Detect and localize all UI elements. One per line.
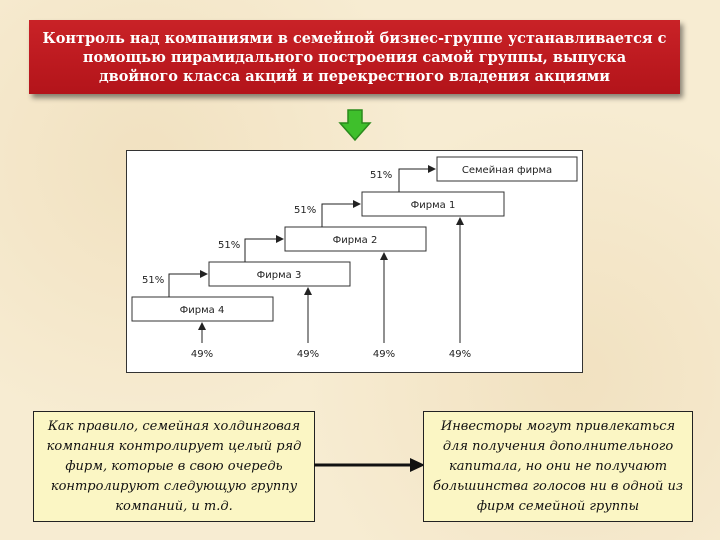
control-arrow-3 [244,235,284,262]
control-share-2: 51% [294,205,316,216]
control-arrow-4 [168,270,208,297]
firm-label-4: Фирма 4 [180,305,225,316]
investor-share-3: 49% [297,349,319,360]
firm-box-3: Фирма 3 [208,261,351,287]
control-share-1: 51% [370,170,392,181]
right-arrow-icon [314,458,425,472]
investor-share-1: 49% [449,349,471,360]
investor-share-2: 49% [373,349,395,360]
firm-box-2: Фирма 2 [284,226,427,252]
firm-label-family: Семейная фирма [462,165,552,176]
firm-label-1: Фирма 1 [411,200,456,211]
control-arrow-2 [321,200,361,227]
firm-box-family: Семейная фирма [436,156,578,182]
note-holding-control: Как правило, семейная холдинговая компан… [33,411,315,522]
slide-title: Контроль над компаниями в семейной бизне… [29,20,680,94]
firm-label-3: Фирма 3 [257,270,302,281]
down-arrow-icon [338,109,372,142]
firm-box-1: Фирма 1 [361,191,505,217]
note-holding-control-text: Как правило, семейная холдинговая компан… [46,418,302,514]
firm-label-2: Фирма 2 [333,235,378,246]
firm-box-4: Фирма 4 [131,296,274,322]
slide-title-text: Контроль над компаниями в семейной бизне… [42,29,667,85]
pyramid-diagram: Семейная фирма Фирма 1 Фирма 2 Фирма 3 Ф… [126,150,583,373]
control-share-4: 51% [142,275,164,286]
investor-share-4: 49% [191,349,213,360]
note-investors-text: Инвесторы могут привлекаться для получен… [433,418,683,514]
note-investors: Инвесторы могут привлекаться для получен… [423,411,693,522]
control-arrow-1 [398,165,436,192]
control-share-3: 51% [218,240,240,251]
